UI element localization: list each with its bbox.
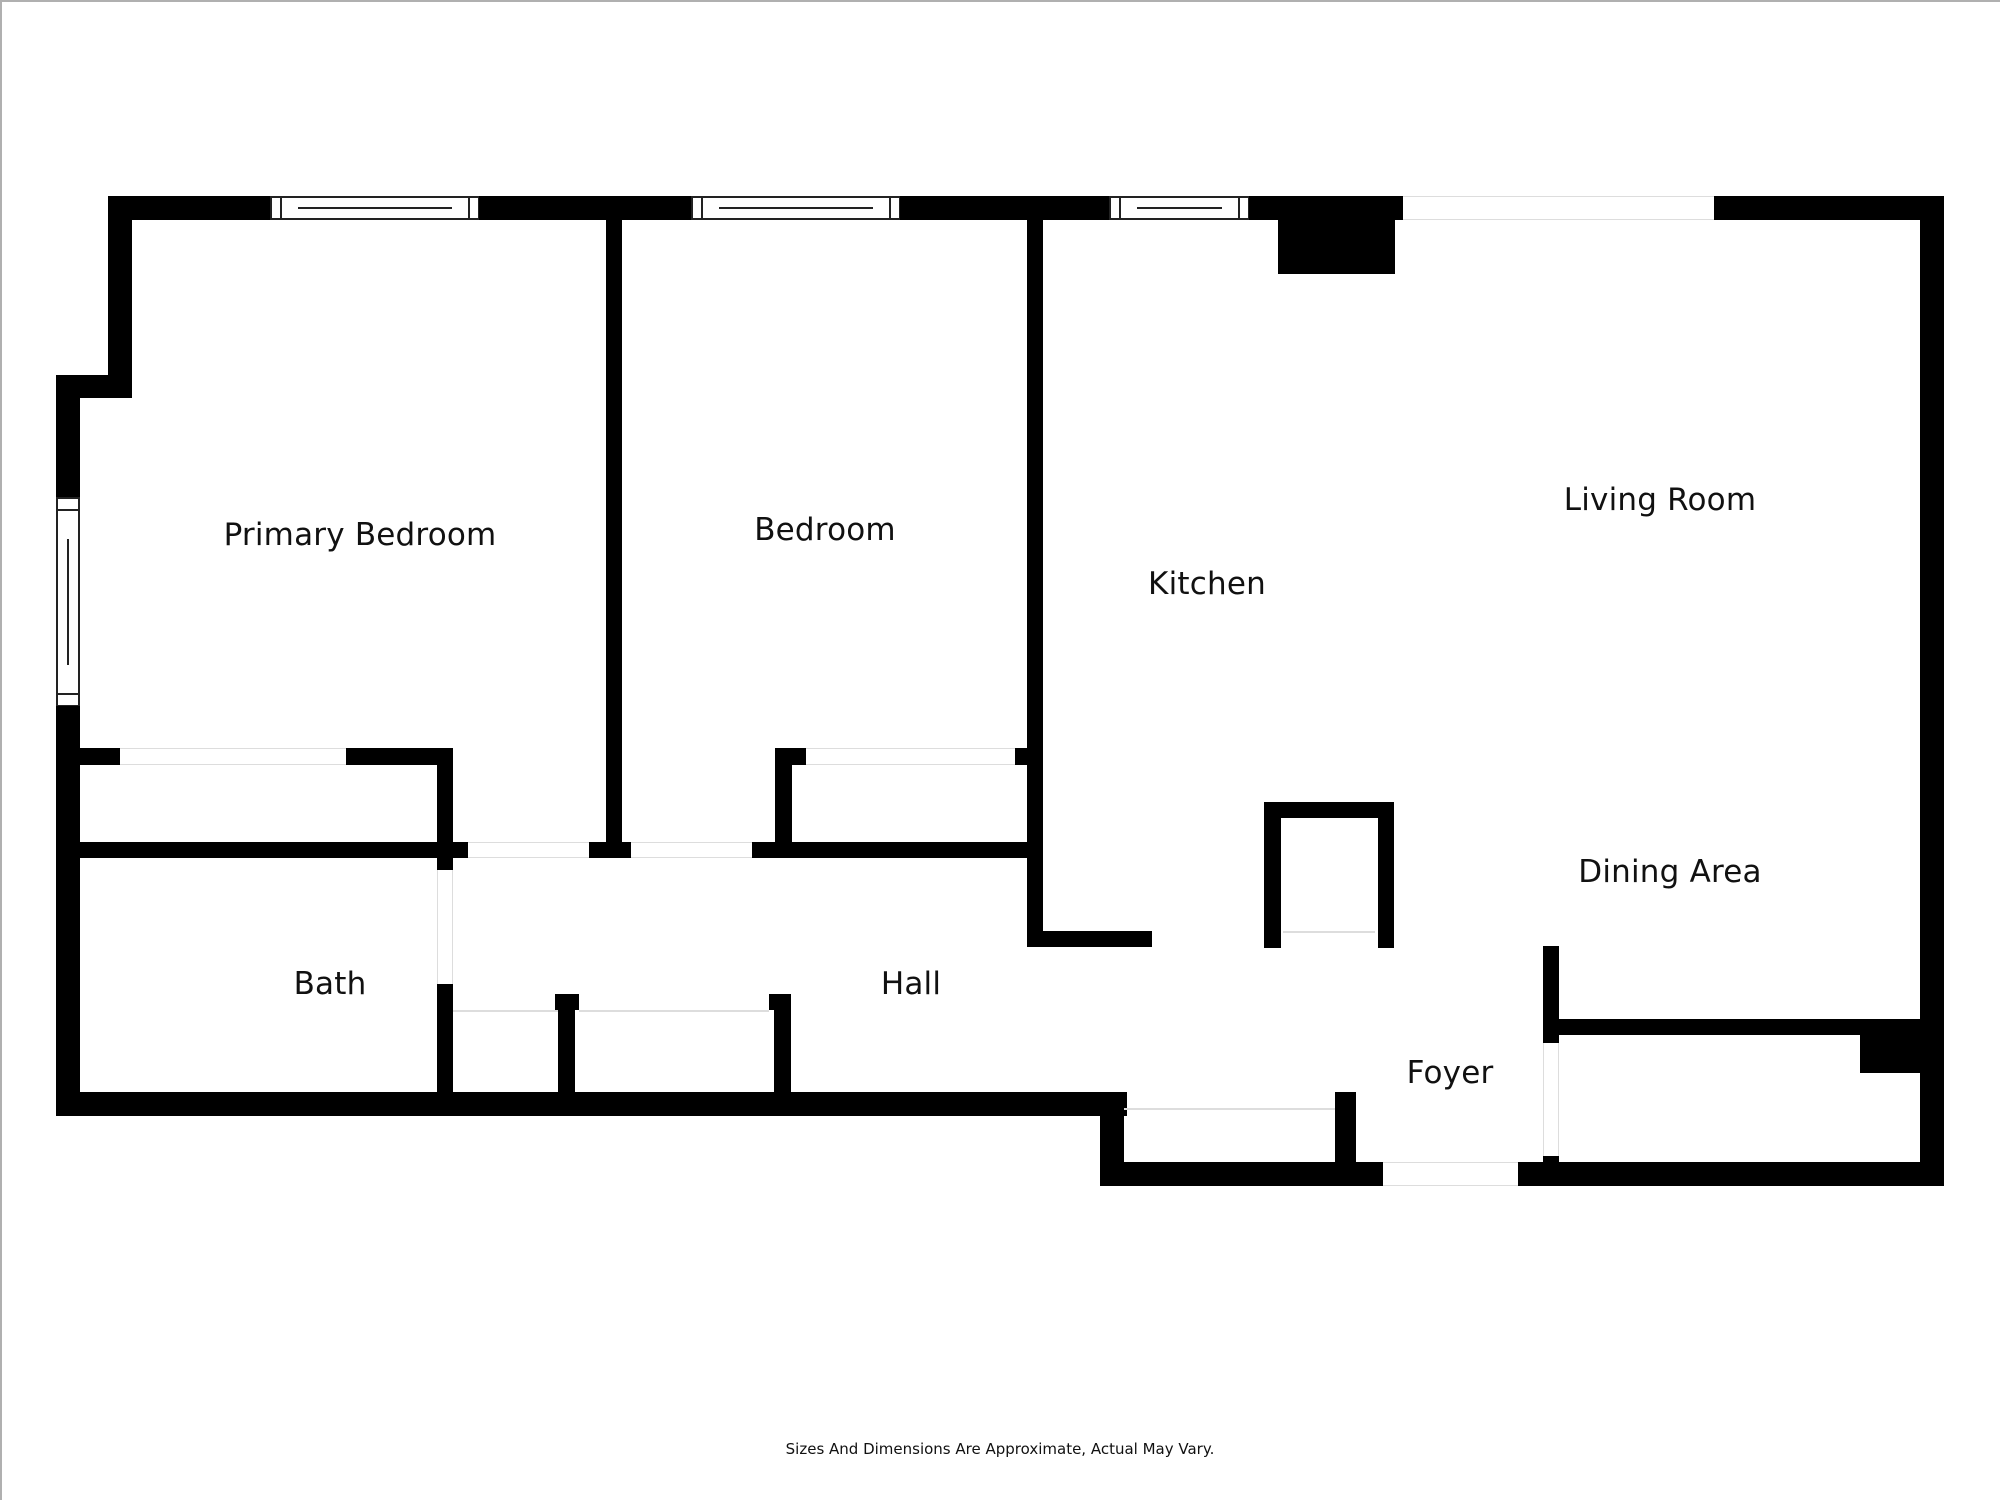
window-bedroom-north <box>691 196 901 220</box>
hall-closet-2-opening <box>579 1010 769 1012</box>
bedroom-closet-opening <box>806 748 1015 765</box>
room-label-bath: Bath <box>293 966 367 1002</box>
wall-bedroom-closet-cap-left <box>775 748 806 765</box>
wall-right <box>1920 196 1944 1186</box>
wall-dining-divider-upper <box>1543 946 1559 1043</box>
wall-hall-closet-divider <box>558 994 575 1104</box>
wall-bottom-foyer <box>1100 1162 1383 1186</box>
pillar-kitchen <box>1278 196 1395 274</box>
wall-dining-divider-lower <box>1543 1156 1559 1186</box>
wall-top-3 <box>900 196 1110 220</box>
dining-closet-door <box>1543 1043 1559 1156</box>
wall-left-1 <box>56 375 80 498</box>
wall-bedroom-closet-cap-right <box>1015 748 1029 765</box>
wall-column-right <box>1378 802 1394 948</box>
wall-top-2 <box>479 196 692 220</box>
room-label-kitchen: Kitchen <box>1148 566 1266 602</box>
wall-bedroom-closet-side <box>775 748 792 858</box>
wall-top-5 <box>1714 196 1944 220</box>
wall-bath-top <box>80 842 468 858</box>
room-label-living-room: Living Room <box>1563 482 1757 518</box>
wall-foyer-closet-right <box>1335 1092 1356 1163</box>
primary-closet-opening <box>120 748 346 765</box>
wall-left-2 <box>56 706 80 1116</box>
wall-hall-closet-right-cap <box>769 994 791 1010</box>
wall-bedrooms-divider <box>606 210 622 858</box>
wall-hall-closet-right <box>774 994 791 1104</box>
wall-hall-top-mid <box>589 842 631 858</box>
wall-dining-closet-top <box>1543 1019 1944 1035</box>
bath-door <box>437 870 453 984</box>
foyer-closet-opening <box>1124 1108 1335 1110</box>
bedroom-door <box>631 842 752 858</box>
wall-primary-closet-right <box>346 748 453 765</box>
wall-column-left <box>1264 802 1281 948</box>
wall-kitchen-stub <box>1027 931 1152 947</box>
dining-closet-block <box>1860 1035 1920 1073</box>
wall-bottom-west <box>56 1092 1127 1116</box>
wall-bedroom-kitchen <box>1027 210 1043 947</box>
room-label-bedroom: Bedroom <box>754 512 896 548</box>
wall-primary-closet-left <box>80 748 120 765</box>
room-label-dining-area: Dining Area <box>1578 854 1762 890</box>
hall-closet-1-opening <box>453 1010 558 1012</box>
wall-bottom-east <box>1518 1162 1944 1186</box>
room-label-foyer: Foyer <box>1406 1055 1494 1091</box>
room-label-hall: Hall <box>880 966 942 1002</box>
wall-top-1 <box>108 196 271 220</box>
wall-hall-top-east <box>752 842 1043 858</box>
opening-living-north <box>1403 196 1714 220</box>
window-kitchen-north <box>1109 196 1250 220</box>
entry-door-opening <box>1383 1162 1518 1186</box>
wall-column-top <box>1264 802 1394 818</box>
wall-primary-closet-side <box>437 748 453 870</box>
window-primary-bedroom-west <box>56 497 80 707</box>
room-label-primary-bedroom: Primary Bedroom <box>223 517 497 553</box>
wall-hall-closet-divider-cap <box>555 994 579 1010</box>
primary-bedroom-door <box>468 842 589 858</box>
wall-bath-right <box>437 984 453 1104</box>
disclaimer-text: Sizes And Dimensions Are Approximate, Ac… <box>785 1440 1215 1458</box>
column-opening <box>1283 931 1375 933</box>
window-primary-bedroom-north <box>270 196 480 220</box>
wall-left-upper <box>108 196 132 398</box>
